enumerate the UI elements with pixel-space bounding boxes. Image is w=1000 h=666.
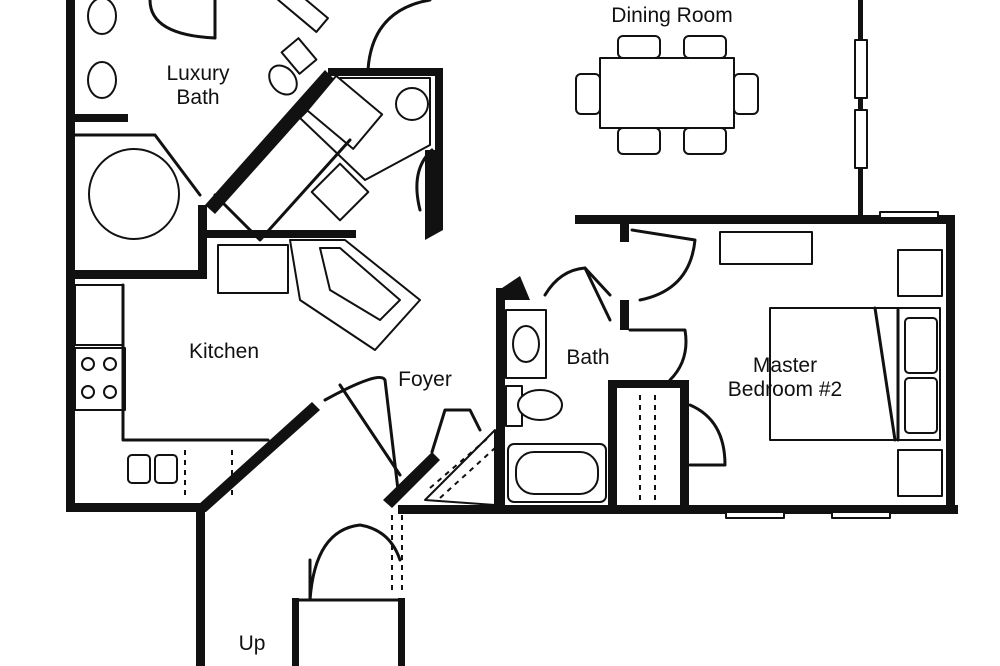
label-luxury-bath-2: Bath bbox=[176, 86, 219, 109]
label-master-2: Bedroom #2 bbox=[728, 378, 842, 401]
master-furniture bbox=[719, 39, 943, 519]
label-dining-room: Dining Room bbox=[611, 4, 732, 27]
dining-table bbox=[575, 35, 759, 155]
kitchen-fixtures bbox=[74, 239, 421, 500]
label-luxury-bath-1: Luxury bbox=[166, 62, 230, 85]
foyer-closet bbox=[424, 408, 496, 506]
label-master-1: Master bbox=[753, 354, 817, 377]
label-kitchen: Kitchen bbox=[189, 340, 259, 363]
doors bbox=[308, 0, 727, 602]
label-foyer: Foyer bbox=[398, 368, 452, 391]
bath-fixtures bbox=[505, 309, 656, 503]
label-bath: Bath bbox=[566, 346, 609, 369]
luxury-bath-fixtures bbox=[73, 0, 431, 242]
stairs bbox=[292, 515, 405, 666]
walls bbox=[66, 0, 958, 666]
room-labels: Dining Room Luxury Bath Kitchen Foyer Ba… bbox=[166, 4, 842, 655]
label-up: Up bbox=[239, 632, 266, 655]
